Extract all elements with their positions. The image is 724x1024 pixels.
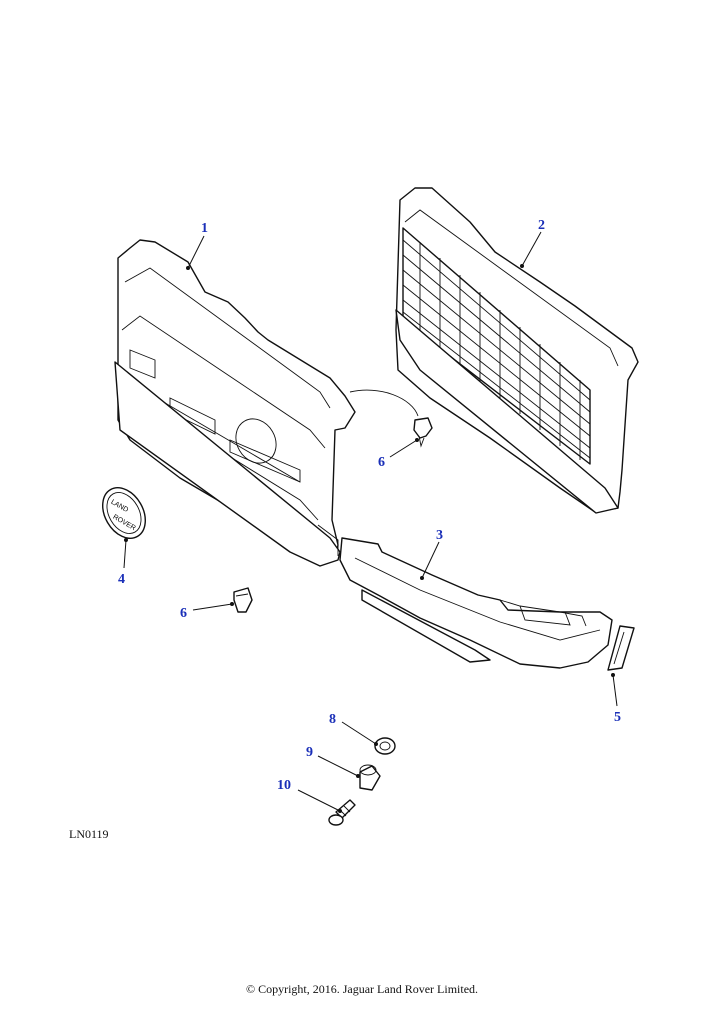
grille-part-1 — [114, 239, 356, 567]
diagram-reference-code: LN0119 — [69, 827, 109, 841]
callout-labels: 1 2 3 4 5 6 6 8 9 10 — [118, 218, 621, 793]
lower-panel-part-3 — [339, 537, 613, 669]
callout-6-upper: 6 — [378, 455, 385, 470]
trim-strip-part-5 — [607, 625, 635, 671]
mesh-pattern — [402, 239, 591, 460]
badge-part-4: LAND ROVER — [102, 487, 146, 539]
callout-6-lower: 6 — [180, 606, 187, 621]
callout-5: 5 — [614, 710, 621, 725]
grommet-part-8 — [374, 737, 396, 755]
callout-1: 1 — [201, 221, 208, 236]
callout-10: 10 — [277, 778, 291, 793]
callout-3: 3 — [436, 528, 443, 543]
grille-part-2 — [395, 187, 639, 514]
leader-lines — [123, 231, 618, 813]
callout-9: 9 — [306, 745, 313, 760]
callout-2: 2 — [538, 218, 545, 233]
callout-4: 4 — [118, 572, 125, 587]
clip-part-6-upper — [349, 389, 433, 448]
copyright-notice: © Copyright, 2016. Jaguar Land Rover Lim… — [245, 982, 479, 996]
screw-part-10 — [328, 799, 356, 826]
callout-8: 8 — [329, 712, 336, 727]
bush-part-9 — [359, 764, 381, 791]
clip-part-6-lower — [233, 587, 253, 613]
